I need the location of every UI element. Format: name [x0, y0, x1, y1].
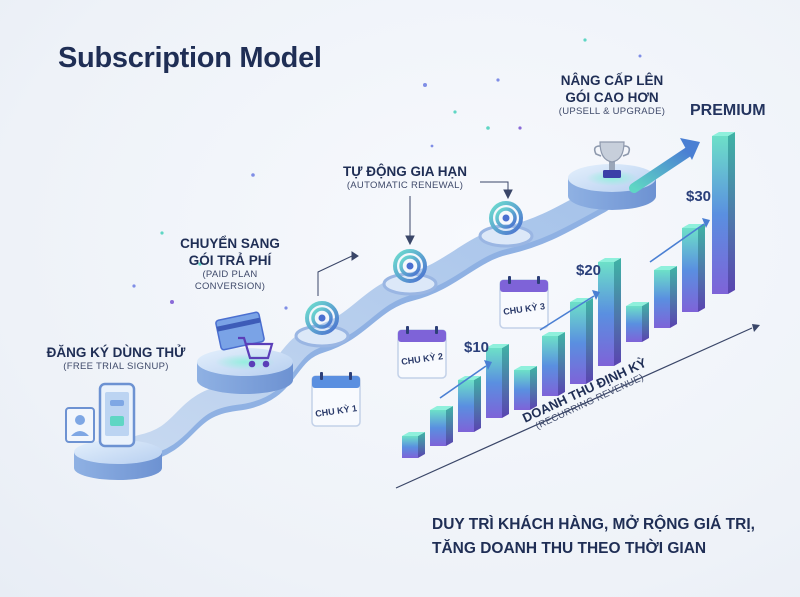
step-upgrade-label-1: NÂNG CẤP LÊN	[560, 73, 664, 88]
price-label-2: $20	[576, 262, 602, 279]
footer-line-2: TĂNG DOANH THU THEO THỜI GIAN	[432, 540, 707, 557]
revenue-bar	[458, 376, 481, 432]
step-renewal: TỰ ĐỘNG GIA HẠN (AUTOMATIC RENEWAL)	[330, 163, 480, 192]
footer-line-1: DUY TRÌ KHÁCH HÀNG, MỞ RỘNG GIÁ TRỊ,	[432, 516, 755, 533]
revenue-bar	[402, 432, 425, 458]
step-paid-label-1: CHUYỂN SANG	[180, 236, 280, 251]
calendar-icon	[311, 372, 361, 427]
decorative-dots	[132, 38, 642, 310]
step-renewal-label: TỰ ĐỘNG GIA HẠN	[343, 164, 467, 179]
calendar-icon	[499, 276, 549, 329]
price-label-3: $30	[686, 188, 712, 205]
premium-label: PREMIUM	[690, 102, 766, 119]
revenue-bar	[570, 298, 593, 384]
shopping-cart-icon	[238, 336, 274, 368]
revenue-bar	[654, 266, 677, 328]
revenue-bar	[626, 302, 649, 342]
step-paid-label-2: GÓI TRẢ PHÍ	[188, 253, 272, 268]
user-card-icon	[65, 407, 95, 443]
renewal-spiral-icon	[489, 201, 523, 235]
renewal-spiral-icon	[305, 301, 339, 335]
revenue-bar	[486, 344, 509, 418]
platform-paid	[197, 348, 293, 394]
step-renewal-sub: (AUTOMATIC RENEWAL)	[346, 180, 464, 191]
calendar-icon	[397, 326, 447, 379]
price-label-1: $10	[464, 339, 490, 356]
revenue-bar	[514, 366, 537, 410]
step-paid-sub-2: CONVERSION)	[194, 281, 266, 292]
step-trial-label: ĐĂNG KÝ DÙNG THỬ	[46, 345, 186, 360]
step-paid: CHUYỂN SANG GÓI TRẢ PHÍ (PAID PLAN CONVE…	[178, 235, 282, 293]
revenue-bar	[430, 406, 453, 446]
footer-tagline: DUY TRÌ KHÁCH HÀNG, MỞ RỘNG GIÁ TRỊ, TĂN…	[432, 513, 755, 561]
platform-trial	[74, 440, 162, 480]
revenue-bar	[682, 224, 705, 312]
credit-card-icon	[215, 311, 265, 351]
trend-arrows	[439, 218, 710, 399]
step-trial-sub: (FREE TRIAL SIGNUP)	[63, 361, 169, 372]
step-upgrade-sub: (UPSELL & UPGRADE)	[558, 106, 666, 117]
step-paid-sub-1: (PAID PLAN	[202, 269, 258, 280]
phone-icon	[98, 382, 136, 448]
renewal-ring-2	[382, 272, 438, 296]
revenue-axis	[395, 324, 760, 489]
step-upgrade-label-2: GÓI CAO HƠN	[565, 90, 659, 105]
step-upgrade: NÂNG CẤP LÊN GÓI CAO HƠN (UPSELL & UPGRA…	[548, 72, 676, 118]
growth-arrow-icon	[629, 138, 700, 193]
revenue-bar	[542, 332, 565, 396]
revenue-bars	[402, 132, 735, 458]
callout-arrows	[317, 181, 513, 296]
step-trial: ĐĂNG KÝ DÙNG THỬ (FREE TRIAL SIGNUP)	[42, 344, 190, 373]
renewal-spiral-icon	[393, 249, 427, 283]
revenue-bar	[712, 132, 735, 294]
trophy-icon	[593, 141, 631, 178]
renewal-ring-1	[294, 324, 350, 348]
page-title: Subscription Model	[58, 42, 322, 74]
revenue-bar	[598, 258, 621, 366]
renewal-ring-3	[478, 224, 534, 248]
